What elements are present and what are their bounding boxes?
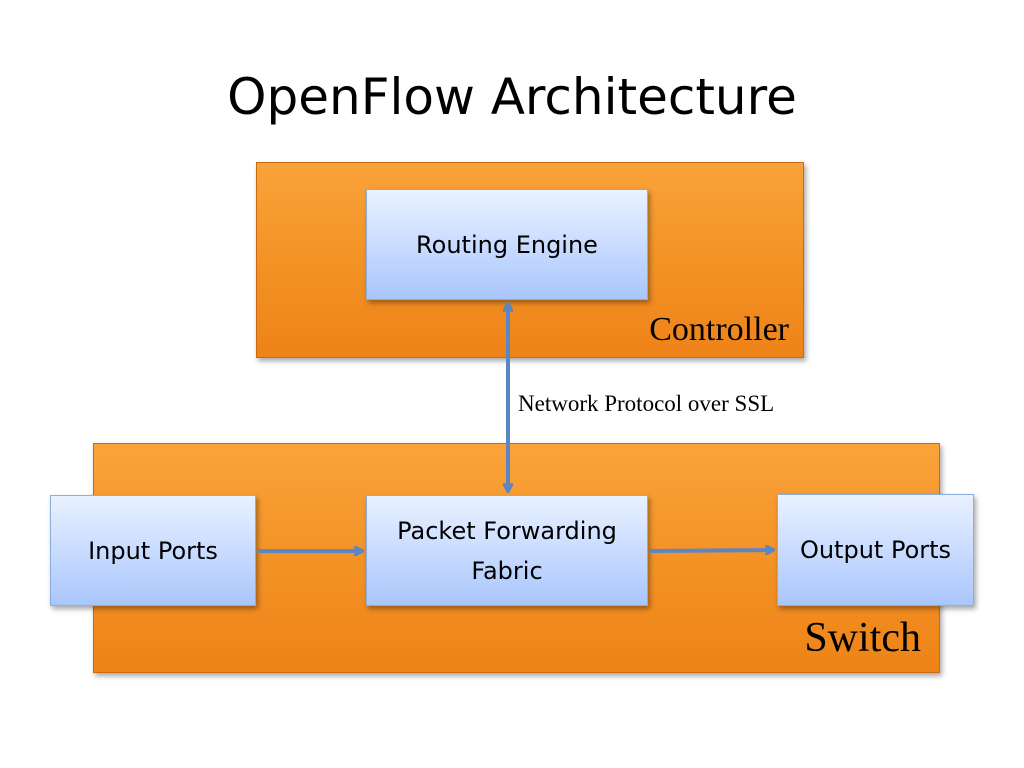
input-ports-label: Input Ports <box>88 536 218 565</box>
packet-forwarding-fabric-box: Packet Forwarding Fabric <box>366 495 648 606</box>
output-ports-label: Output Ports <box>799 536 952 564</box>
packet-forwarding-fabric-label: Packet Forwarding Fabric <box>397 516 617 585</box>
input-ports-box: Input Ports <box>50 495 256 606</box>
routing-engine-box: Routing Engine <box>366 189 648 300</box>
network-protocol-label: Network Protocol over SSL <box>518 391 775 416</box>
output-ports-box: Output Ports <box>777 494 974 606</box>
switch-label: Switch <box>804 615 921 661</box>
controller-label: Controller <box>649 311 789 348</box>
slide-title: OpenFlow Architecture <box>227 68 797 126</box>
routing-engine-label: Routing Engine <box>416 230 598 259</box>
